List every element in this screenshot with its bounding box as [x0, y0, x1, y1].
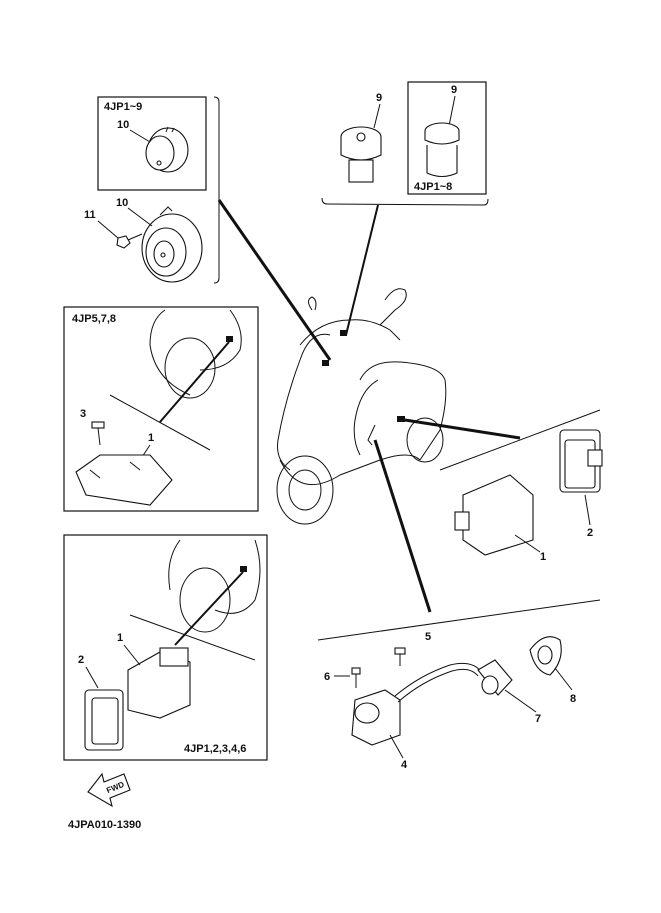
- main-switch-group: 4JP1~8 9 9: [321, 81, 489, 336]
- main-switch-variant-icon: [424, 122, 460, 178]
- bracket-icon: [75, 454, 173, 506]
- callout-5: 5: [425, 631, 431, 643]
- horn-leader-line: [217, 199, 332, 361]
- rectifier-box-a-label: 4JP5,7,8: [72, 313, 116, 325]
- rubber-cap-icon: [529, 636, 562, 676]
- horn-variant-box-label: 4JP1~9: [104, 101, 142, 113]
- cdi-bracket: [439, 409, 601, 471]
- fwd-arrow-icon: FWD: [87, 772, 131, 808]
- callout-9: 9: [376, 92, 382, 104]
- callout-8: 8: [570, 693, 576, 705]
- callout-11: 11: [84, 209, 96, 221]
- callout-4: 4: [401, 759, 408, 771]
- callout-3: 3: [80, 408, 86, 420]
- screw-5-icon: [394, 647, 406, 666]
- callout-6: 6: [324, 671, 330, 683]
- main-switch-icon: [340, 126, 382, 183]
- horn-bracket: [213, 96, 220, 284]
- box-b-cover-icon: [84, 689, 124, 751]
- callout-9-variant: 9: [451, 84, 457, 96]
- callout-10-variant: 10: [117, 119, 129, 131]
- callout-7: 7: [535, 713, 541, 725]
- cdi-leader-line: [404, 418, 521, 440]
- cdi-unit-icon: [454, 474, 534, 556]
- main-switch-leader-line: [345, 204, 379, 336]
- cdi-cover-icon: [559, 429, 603, 493]
- scooter-outline: [276, 288, 447, 525]
- callout-1-box-b: 1: [117, 632, 123, 644]
- coil-leader-line: [373, 439, 432, 613]
- rectifier-box-b-label: 4JP1,2,3,4,6: [184, 743, 246, 755]
- drawing-code: 4JPA010-1390: [68, 819, 141, 831]
- screw-3-icon: [91, 421, 105, 446]
- rectifier-box-b: 1 2 4JP1,2,3,4,6: [63, 534, 268, 761]
- callout-2-cover: 2: [587, 527, 593, 539]
- rectifier-box-a: 4JP5,7,8 3 1: [63, 306, 259, 512]
- callout-10: 10: [116, 197, 128, 209]
- bolt-icon: [116, 233, 143, 249]
- callout-2-box-b: 2: [78, 654, 84, 666]
- horn-variant-icon: [145, 126, 189, 173]
- horn-variant-box: [97, 96, 207, 191]
- box-b-cdi-icon: [127, 647, 191, 719]
- horn-group: 4JP1~9 10 10 11: [84, 96, 332, 361]
- main-switch-variant-box: [407, 81, 487, 195]
- main-switch-variant-box-label: 4JP1~8: [414, 181, 452, 193]
- spark-plug-cap-icon: [477, 659, 513, 696]
- ignition-coil-icon: [351, 662, 481, 746]
- horn-icon: [141, 206, 203, 283]
- coil-bracket: [317, 599, 601, 641]
- callout-1-bracket: 1: [148, 432, 154, 444]
- main-switch-bracket: [321, 197, 489, 206]
- screw-6-icon: [351, 667, 361, 688]
- callout-1-cdi: 1: [540, 551, 546, 563]
